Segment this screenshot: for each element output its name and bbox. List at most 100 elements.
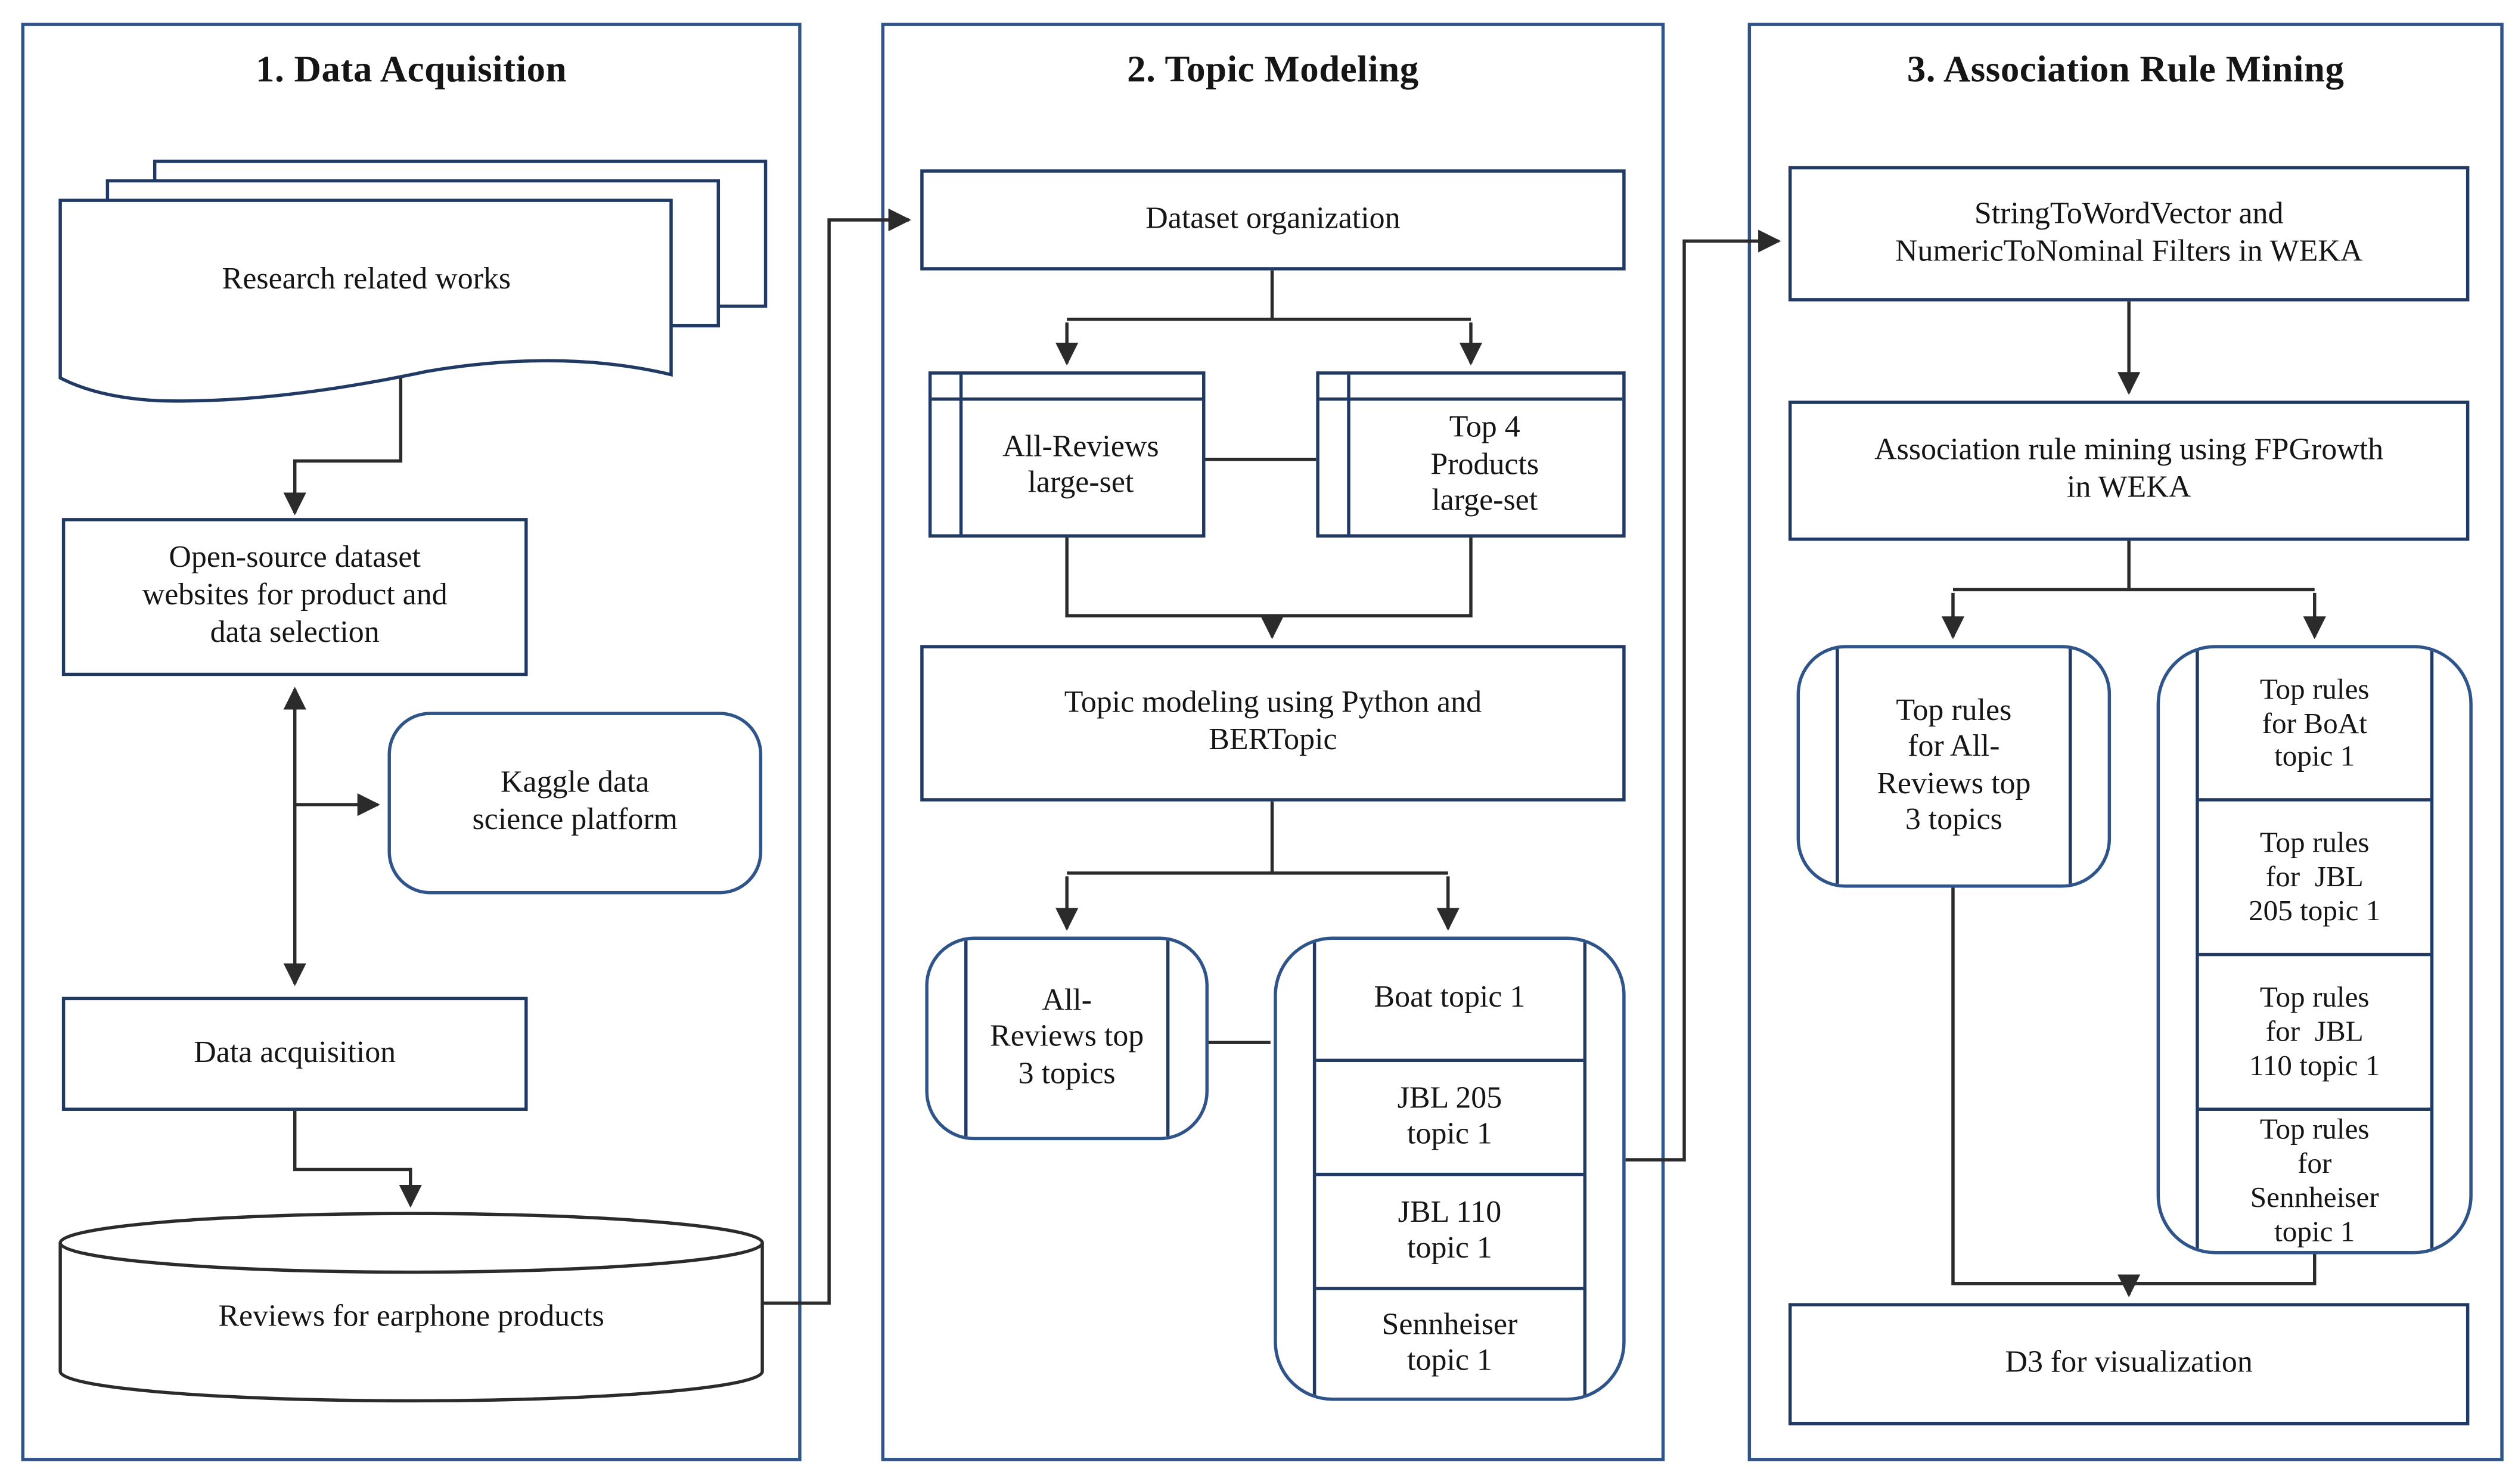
cylinder-body: [58, 1243, 764, 1403]
table-inner-vline: [959, 374, 963, 535]
d3-visualization-box: D3 for visualization: [1788, 1303, 2470, 1426]
fpgrowth-mining-box: Association rule mining using FPGrowth i…: [1788, 401, 2470, 541]
data-acquisition-box: Data acquisition: [61, 996, 528, 1111]
label-line: for: [2297, 1147, 2332, 1180]
label-line: for All-: [1908, 730, 2000, 765]
label-line: 110 topic 1: [2249, 1048, 2380, 1082]
jbl110-topic-cell: JBL 110 topic 1: [1316, 1172, 1583, 1287]
label-line: large-set: [1027, 465, 1134, 501]
connector-cylinder-to-datasetorg: [762, 208, 911, 1305]
label-line: All-Reviews: [1002, 429, 1159, 464]
label-line: for BoAt: [2262, 706, 2367, 739]
label-line: topic 1: [2274, 740, 2355, 773]
panel-association-rule-mining: 3. Association Rule Mining: [1747, 23, 2504, 1461]
label-line: Dataset organization: [1145, 201, 1401, 236]
label-line: science platform: [472, 803, 678, 837]
label-line: topic 1: [1407, 1343, 1492, 1379]
product-topics-stack: Boat topic 1 JBL 205 topic 1 JBL 110 top…: [1274, 936, 1626, 1401]
connector-topics-to-wekafilters: [1625, 229, 1781, 1162]
connector-largesets-merge-bar: [1065, 537, 1473, 617]
panel1-title: 1. Data Acquisition: [256, 48, 567, 90]
label-line: data selection: [210, 615, 380, 650]
label-line: Data acquisition: [194, 1035, 396, 1070]
all-reviews-topics-shape: All- Reviews top 3 topics: [925, 936, 1209, 1141]
label-line: All-: [1042, 985, 1092, 1019]
sennheiser-topic-cell: Sennheiser topic 1: [1316, 1287, 1583, 1398]
shape-inner-column: Boat topic 1 JBL 205 topic 1 JBL 110 top…: [1312, 939, 1587, 1398]
top-rules-products-stack: Top rules for BoAt topic 1 Top rules for…: [2156, 645, 2473, 1255]
label-line: topic 1: [1407, 1117, 1492, 1152]
weka-filters-box: StringToWordVector and NumericToNominal …: [1788, 166, 2470, 302]
reviews-cylinder-label: Reviews for earphone products: [98, 1287, 725, 1349]
label-line: Top rules: [2259, 826, 2370, 859]
label-line: JBL 110: [1398, 1196, 1502, 1230]
research-related-works-label: Research related works: [98, 244, 635, 316]
label-line: Products: [1430, 448, 1539, 482]
label-line: BERTopic: [1209, 723, 1337, 757]
label-line: NumericToNominal Filters in WEKA: [1895, 234, 2363, 268]
label-line: Reviews for earphone products: [218, 1299, 604, 1334]
label-line: Open-source dataset: [169, 541, 421, 576]
label-line: Top rules: [2259, 1113, 2370, 1146]
table-inner-hline: [1319, 397, 1623, 401]
panel2-title: 2. Topic Modeling: [1127, 48, 1419, 90]
connector-dataacq-to-cylinder: [293, 1110, 422, 1208]
label-line: Research related works: [222, 261, 511, 296]
label-line: Boat topic 1: [1374, 981, 1526, 1016]
label-line: topic 1: [1407, 1231, 1492, 1266]
label-line: D3 for visualization: [2005, 1345, 2253, 1380]
document-stack: [58, 159, 768, 403]
topic-modeling-box: Topic modeling using Python and BERTopic: [920, 645, 1626, 802]
connector-topicmodeling-split-bar: [1067, 801, 1448, 875]
label-line: websites for product and: [142, 578, 448, 613]
label-line: Kaggle data: [501, 766, 650, 800]
document-shape: [58, 198, 673, 403]
panel3-title: 3. Association Rule Mining: [1907, 48, 2345, 90]
all-reviews-largeset-label: All-Reviews large-set: [962, 401, 1198, 531]
label-line: for JBL: [2265, 860, 2364, 893]
connector-fpgrowth-split-bar: [1952, 541, 2315, 592]
shape-inner-column: All- Reviews top 3 topics: [964, 939, 1170, 1137]
top4-products-largeset-label: Top 4 Products large-set: [1350, 401, 1619, 531]
label-line: 3 topics: [1018, 1056, 1116, 1091]
label-line: Topic modeling using Python and: [1064, 686, 1482, 721]
top4-products-largeset-table: Top 4 Products large-set: [1316, 371, 1626, 538]
top-rules-sennheiser-cell: Top rules for Sennheiser topic 1: [2199, 1107, 2430, 1252]
label-line: Sennheiser: [2250, 1181, 2379, 1214]
label-line: Top rules: [1896, 694, 2012, 729]
top-rules-jbl110-cell: Top rules for JBL 110 topic 1: [2199, 952, 2430, 1108]
label-line: for JBL: [2265, 1014, 2364, 1048]
table-inner-vline: [1347, 374, 1350, 535]
shape-inner-column: Top rules for All- Reviews top 3 topics: [1836, 648, 2072, 885]
label-line: Reviews top: [1877, 766, 2031, 801]
boat-topic-cell: Boat topic 1: [1316, 940, 1583, 1059]
dataset-organization-box: Dataset organization: [920, 169, 1626, 271]
open-source-dataset-box: Open-source dataset websites for product…: [61, 518, 528, 676]
connector-datasetorg-split-bar: [1067, 270, 1471, 321]
label-line: topic 1: [2274, 1215, 2355, 1248]
label-line: Reviews top: [990, 1020, 1144, 1055]
shape-inner-column: Top rules for BoAt topic 1 Top rules for…: [2196, 648, 2434, 1252]
label-line: Top 4: [1449, 411, 1520, 446]
database-cylinder: [58, 1212, 764, 1403]
label-line: 205 topic 1: [2249, 894, 2381, 927]
label-line: StringToWordVector and: [1974, 196, 2284, 231]
label-line: JBL 205: [1397, 1081, 1502, 1116]
jbl205-topic-cell: JBL 205 topic 1: [1316, 1058, 1583, 1173]
kaggle-platform-box: Kaggle data science platform: [387, 712, 763, 895]
all-reviews-topics-label: All- Reviews top 3 topics: [967, 940, 1166, 1137]
label-line: Top rules: [2259, 672, 2370, 705]
label-line: Top rules: [2259, 980, 2370, 1014]
all-reviews-largeset-table: All-Reviews large-set: [928, 371, 1206, 538]
panel-topic-modeling: 2. Topic Modeling: [881, 23, 1665, 1461]
table-inner-hline: [932, 397, 1203, 401]
label-line: Association rule mining using FPGrowth: [1874, 433, 2384, 468]
top-rules-boat-cell: Top rules for BoAt topic 1: [2199, 648, 2430, 798]
label-line: 3 topics: [1905, 802, 2002, 837]
label-line: in WEKA: [2067, 470, 2191, 505]
label-line: large-set: [1432, 484, 1538, 519]
panel-data-acquisition: 1. Data Acquisition: [21, 23, 802, 1461]
